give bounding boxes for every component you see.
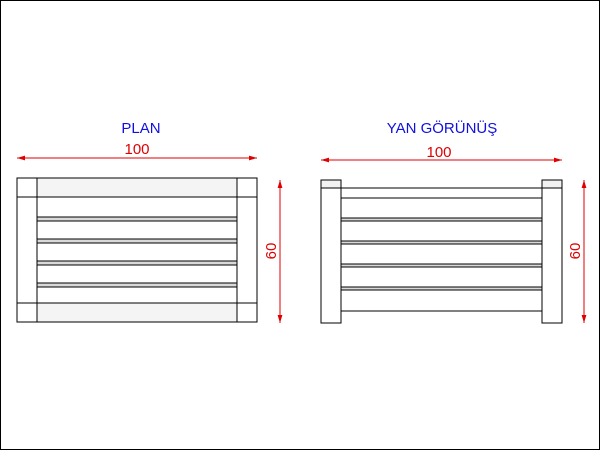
side-width-dimension: 100 bbox=[321, 144, 562, 163]
plan-title: PLAN bbox=[121, 120, 160, 137]
plan-corner-post-bottom-left bbox=[16, 302, 38, 323]
side-board bbox=[340, 220, 543, 242]
plan-corner-post-bottom-right bbox=[236, 302, 258, 323]
side-left-post-cap bbox=[320, 179, 342, 189]
side-view: YAN GÖRÜNÜŞ 100 60 bbox=[320, 119, 587, 324]
plan-slat bbox=[36, 220, 238, 240]
plan-slat bbox=[36, 264, 238, 284]
side-right-post bbox=[541, 179, 563, 324]
plan-height-dimension: 60 bbox=[263, 180, 283, 323]
plan-bottom-rail bbox=[16, 302, 258, 323]
plan-slat bbox=[36, 286, 238, 304]
plan-slat-gap bbox=[36, 282, 238, 288]
side-board bbox=[340, 289, 543, 312]
side-width-label: 100 bbox=[426, 144, 451, 161]
side-left-post bbox=[320, 179, 342, 324]
plan-height-label: 60 bbox=[263, 243, 280, 260]
side-view-title: YAN GÖRÜNÜŞ bbox=[387, 119, 498, 137]
side-height-label: 60 bbox=[567, 243, 584, 260]
plan-top-rail bbox=[16, 177, 258, 198]
plan-width-label: 100 bbox=[124, 141, 149, 158]
plan-width-dimension: 100 bbox=[17, 141, 257, 161]
plan-corner-post-top-right bbox=[236, 177, 258, 198]
side-height-dimension: 60 bbox=[567, 180, 587, 323]
side-board bbox=[340, 197, 543, 219]
plan-corner-post-top-left bbox=[16, 177, 38, 198]
plan-slat-gap bbox=[36, 216, 238, 222]
plan-slat bbox=[36, 242, 238, 262]
side-board bbox=[340, 187, 543, 199]
plan-slat-gap bbox=[36, 238, 238, 244]
plan-slat-gap bbox=[36, 260, 238, 266]
side-board bbox=[340, 243, 543, 265]
plan-view: PLAN 100 60 bbox=[16, 120, 283, 323]
side-board bbox=[340, 266, 543, 288]
side-right-post-cap bbox=[541, 179, 563, 189]
plan-slat bbox=[36, 196, 238, 218]
